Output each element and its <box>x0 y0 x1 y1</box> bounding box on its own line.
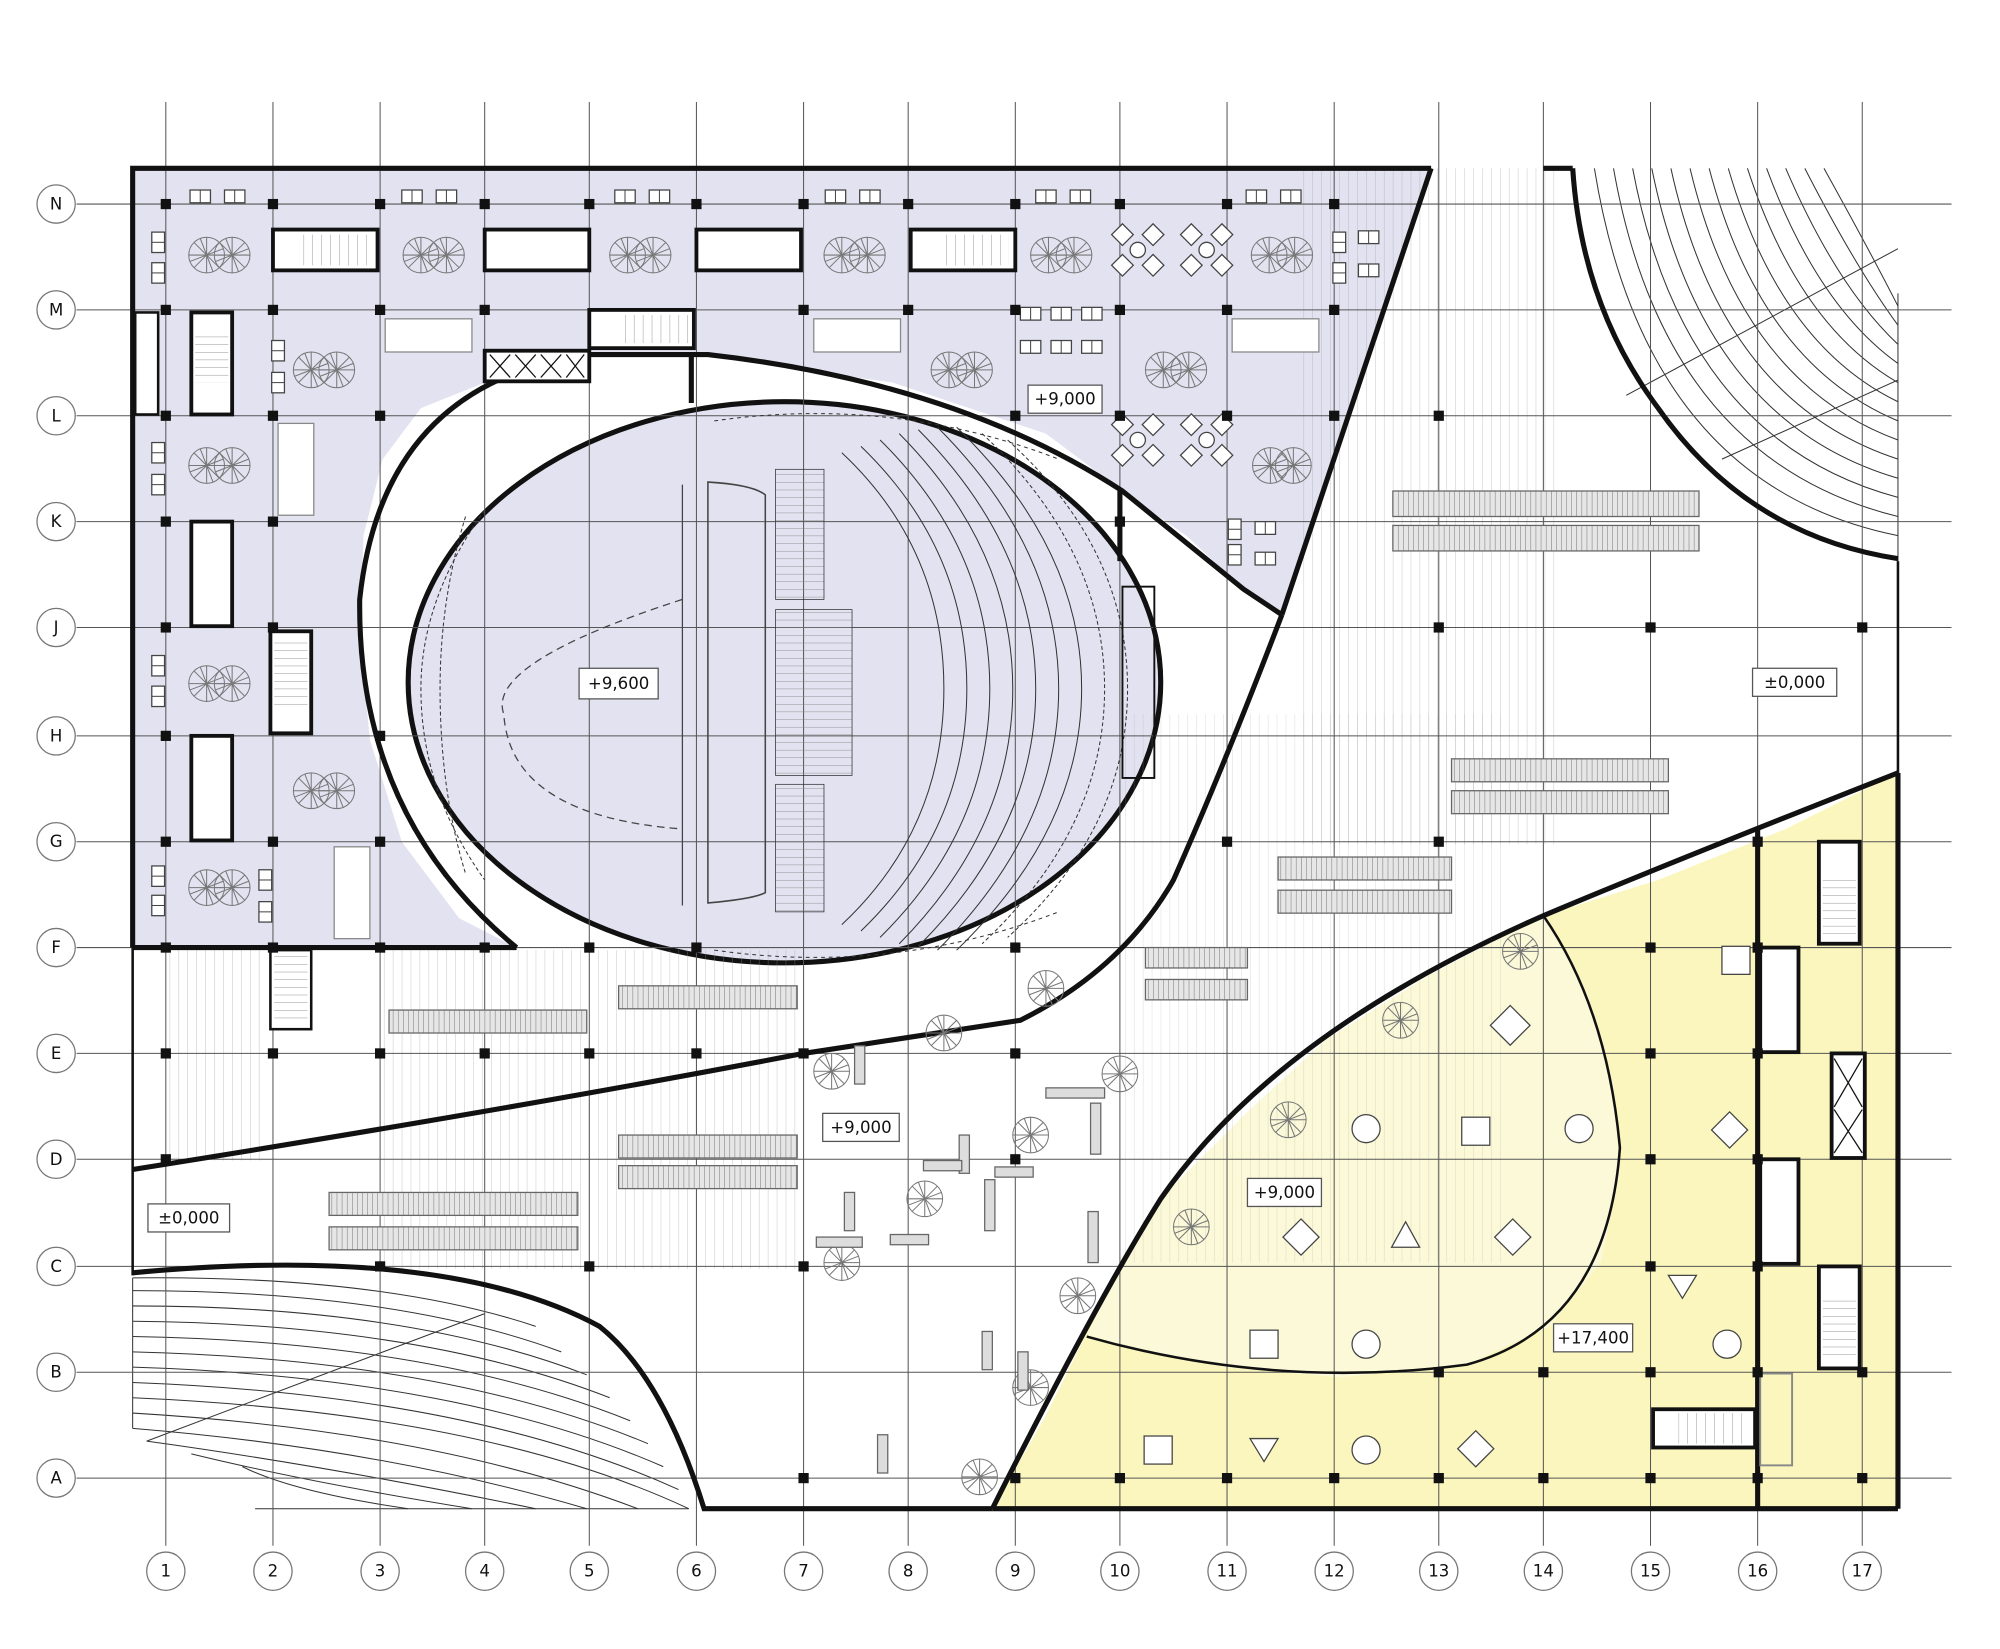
svg-text:1: 1 <box>161 1562 172 1581</box>
svg-text:F: F <box>51 938 61 957</box>
col-bubble-13: 13 <box>1419 1551 1459 1591</box>
grid-lines <box>76 102 1952 1546</box>
row-bubble-C: C <box>36 1246 76 1287</box>
svg-text:A: A <box>50 1469 62 1488</box>
col-bubble-15: 15 <box>1630 1551 1671 1591</box>
svg-text:9: 9 <box>1010 1562 1021 1581</box>
svg-text:E: E <box>51 1044 61 1063</box>
svg-text:13: 13 <box>1428 1562 1449 1581</box>
col-bubble-5: 5 <box>569 1551 610 1591</box>
svg-text:2: 2 <box>268 1562 279 1581</box>
row-bubble-E: E <box>36 1033 76 1074</box>
row-bubble-D: D <box>36 1139 76 1180</box>
svg-text:17: 17 <box>1852 1562 1873 1581</box>
row-bubble-F: F <box>36 927 76 968</box>
svg-text:G: G <box>50 832 63 851</box>
svg-text:15: 15 <box>1640 1562 1661 1581</box>
furniture <box>151 189 1751 1474</box>
upper-level-zone <box>132 168 1432 948</box>
level-tag-auditorium: +9,600 <box>578 667 659 700</box>
row-bubble-H: H <box>36 716 76 756</box>
svg-text:D: D <box>50 1150 63 1169</box>
escalators <box>328 490 1700 1251</box>
svg-text:L: L <box>51 406 61 425</box>
row-bubble-L: L <box>36 395 76 436</box>
col-bubble-10: 10 <box>1100 1551 1140 1591</box>
level-tags: +9,000 +9,600 ±0,000 ±0,000 +9,000 +9,00… <box>147 384 1838 1353</box>
row-bubble-M: M <box>36 290 76 330</box>
svg-text:K: K <box>51 512 63 531</box>
row-bubble-J: J <box>36 607 76 648</box>
level-label: +9,000 <box>1254 1183 1315 1202</box>
level-label: ±0,000 <box>1764 673 1825 692</box>
svg-text:5: 5 <box>584 1562 595 1581</box>
svg-text:16: 16 <box>1747 1562 1768 1581</box>
level-label: +17,400 <box>1557 1328 1629 1347</box>
svg-text:12: 12 <box>1324 1562 1345 1581</box>
cores <box>133 227 1867 1467</box>
col-bubble-7: 7 <box>783 1551 824 1591</box>
col-bubble-9: 9 <box>995 1551 1036 1591</box>
col-bubble-8: 8 <box>888 1551 928 1591</box>
svg-text:J: J <box>53 618 59 637</box>
col-bubble-2: 2 <box>253 1551 293 1591</box>
auditorium <box>420 413 1156 958</box>
svg-text:4: 4 <box>479 1562 490 1581</box>
col-bubble-16: 16 <box>1737 1551 1778 1591</box>
svg-text:10: 10 <box>1109 1562 1130 1581</box>
col-bubble-4: 4 <box>464 1551 505 1591</box>
col-bubble-14: 14 <box>1523 1551 1564 1591</box>
level-tag-ground-right: ±0,000 <box>1751 667 1838 697</box>
svg-text:11: 11 <box>1216 1562 1237 1581</box>
top-right-stair-fan <box>1593 168 1899 562</box>
row-bubble-N: N <box>36 184 76 224</box>
level-tag-ground-left: ±0,000 <box>147 1203 231 1233</box>
col-bubble-17: 17 <box>1842 1551 1883 1591</box>
col-bubble-1: 1 <box>146 1551 186 1591</box>
walls <box>130 165 1901 1512</box>
svg-text:8: 8 <box>903 1562 914 1581</box>
svg-text:H: H <box>50 726 62 745</box>
col-bubble-12: 12 <box>1314 1551 1354 1591</box>
svg-text:M: M <box>49 300 63 319</box>
col-bubble-3: 3 <box>360 1551 400 1591</box>
col-bubble-6: 6 <box>676 1551 717 1591</box>
level-label: +9,600 <box>588 674 649 693</box>
level-tag-yellow-outer: +17,400 <box>1552 1323 1634 1353</box>
level-label: +9,000 <box>830 1118 891 1137</box>
row-bubble-B: B <box>36 1352 76 1393</box>
svg-text:N: N <box>50 195 62 214</box>
svg-text:C: C <box>50 1257 62 1276</box>
level-tag-yellow-inner: +9,000 <box>1246 1177 1323 1208</box>
level-label: +9,000 <box>1034 390 1095 409</box>
bottom-left-stair-fan <box>132 1277 689 1510</box>
svg-text:14: 14 <box>1533 1562 1554 1581</box>
row-axis-labels: N M L K J H G F E D C B A <box>36 184 76 1498</box>
row-bubble-K: K <box>36 501 76 542</box>
col-bubble-11: 11 <box>1207 1551 1247 1591</box>
svg-text:B: B <box>50 1363 61 1382</box>
row-bubble-A: A <box>36 1458 76 1498</box>
svg-text:7: 7 <box>798 1562 809 1581</box>
level-tag-plaza: +9,000 <box>822 1112 900 1143</box>
level-label: ±0,000 <box>158 1208 219 1227</box>
row-bubble-G: G <box>36 821 76 862</box>
level-tag-upper-left: +9,000 <box>1027 384 1103 414</box>
svg-text:6: 6 <box>691 1562 702 1581</box>
column-axis-labels: 1 2 3 4 5 6 7 8 9 10 11 12 13 14 15 16 1… <box>146 1551 1883 1591</box>
svg-text:3: 3 <box>375 1562 386 1581</box>
